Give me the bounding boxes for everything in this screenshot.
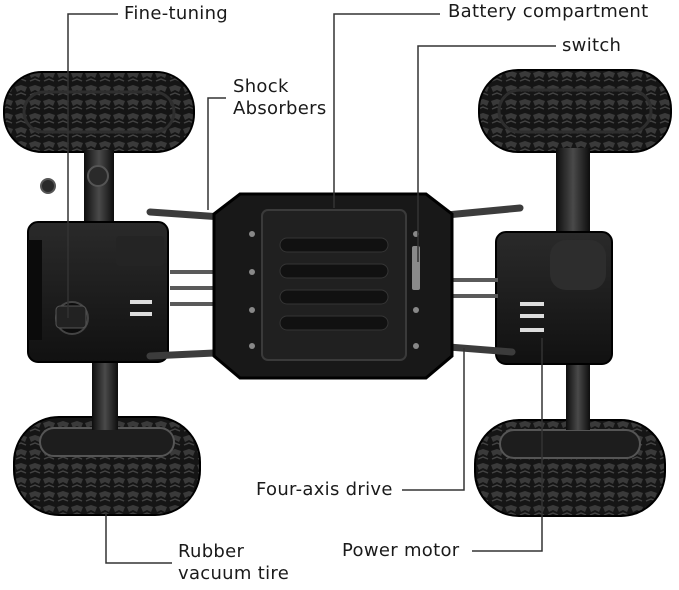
- switch-text: switch: [562, 35, 622, 56]
- left-gearbox: [27, 221, 169, 363]
- shock-absorbers-line-2: Absorbers: [233, 98, 327, 119]
- shock-absorbers-line-1: Shock: [233, 76, 289, 97]
- tire-front-left: [3, 71, 195, 153]
- power-motor-text: Power motor: [342, 540, 460, 561]
- four-axis-drive-text: Four-axis drive: [256, 479, 393, 500]
- label-fine-tuning: Fine-tuning: [124, 3, 228, 25]
- leader-lines: [67, 13, 556, 564]
- tire-rear-right: [474, 419, 666, 517]
- leader-battery: [333, 13, 440, 208]
- tire-rear-left: [13, 416, 201, 516]
- label-rubber-vacuum-tire: Rubber vacuum tire: [178, 541, 289, 585]
- label-four-axis-drive: Four-axis drive: [256, 479, 393, 501]
- label-shock-absorbers: Shock Absorbers: [233, 76, 327, 120]
- tire-front-right: [478, 69, 672, 153]
- axle-left: [84, 150, 118, 430]
- rubber-vacuum-tire-line-2: vacuum tire: [178, 563, 290, 584]
- leader-switch: [417, 45, 556, 262]
- label-battery-compartment: Battery compartment: [448, 1, 648, 23]
- leader-fine-tuning: [67, 13, 118, 318]
- power-switch: [412, 246, 420, 290]
- leader-shock: [207, 97, 226, 210]
- battery-compartment: [212, 192, 454, 380]
- label-switch: switch: [562, 35, 621, 57]
- leader-rubber: [105, 512, 172, 564]
- right-gearbox: [495, 231, 613, 365]
- fine-tuning-knob: [40, 165, 109, 329]
- leader-four-axis: [402, 348, 465, 491]
- leader-power-motor: [472, 338, 543, 552]
- rubber-vacuum-tire-line-1: Rubber: [178, 541, 245, 562]
- battery-compartment-text: Battery compartment: [448, 1, 649, 22]
- fine-tuning-text: Fine-tuning: [124, 3, 229, 24]
- label-power-motor: Power motor: [342, 540, 459, 562]
